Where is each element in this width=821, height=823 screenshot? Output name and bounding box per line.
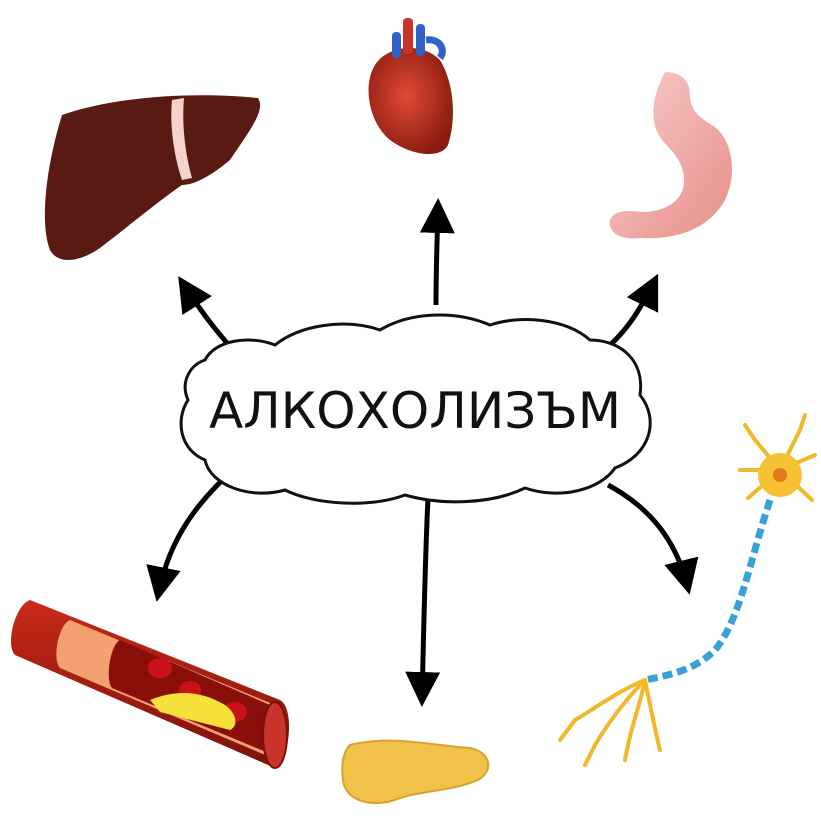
arrow-to-blood-vessel <box>158 468 235 595</box>
arrow-to-heart <box>436 205 438 305</box>
center-label: АЛКОХОЛИЗЪМ <box>209 382 621 440</box>
heart-icon <box>369 18 453 154</box>
liver-icon <box>45 95 260 260</box>
arrow-to-pancreas <box>422 498 428 700</box>
center-cloud: АЛКОХОЛИЗЪМ <box>181 315 650 503</box>
pancreas-icon <box>342 741 488 803</box>
stomach-icon <box>610 72 732 238</box>
blood-vessel-icon <box>11 600 289 768</box>
arrow-to-neuron <box>608 485 688 588</box>
